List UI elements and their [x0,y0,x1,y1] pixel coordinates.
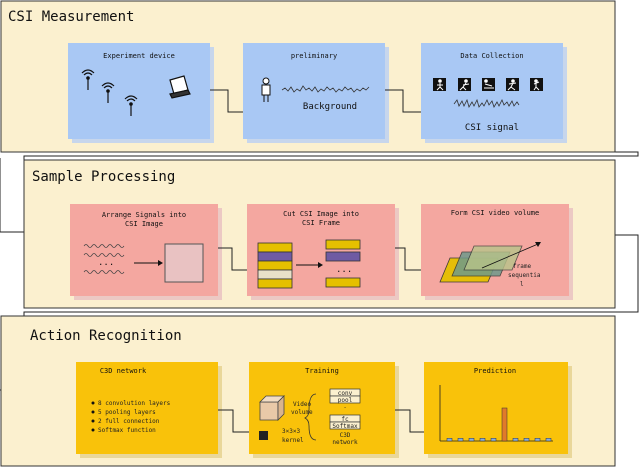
cut-csi-title-line1: Cut CSI Image into [283,210,359,218]
c3d-line1: C3D [340,432,351,439]
brace [304,393,317,441]
stage1-arrows [210,89,421,113]
prediction-bar [446,438,453,442]
bullet-item: 2 full connection [98,418,160,425]
layer-pool: pool [338,397,353,404]
layer-dots: . [343,403,347,410]
prediction-bar [523,438,530,442]
stage2-arrows [218,247,421,271]
video-volume-title: Form CSI video volume [451,209,540,217]
stage-title-csi-measurement: CSI Measurement [8,9,134,25]
frame-label-line2: sequentia [508,272,541,279]
background-signal-wave [281,85,370,93]
c3d-network-box [76,362,218,454]
frame-label-line1: frame [513,263,531,270]
arrange-signals-title-line1: Arrange Signals into [102,211,186,219]
kernel-cube [259,431,268,440]
separated-frames [325,239,361,288]
layer-conv: conv [338,390,353,397]
prediction-title: Prediction [474,367,516,375]
bullet-item: Softmax function [98,427,156,434]
layer-fc: fc [341,416,349,423]
sequence-arrow [481,243,539,269]
laptop-icon [169,75,191,99]
layer-softmax: Softmax [332,423,358,430]
background-caption: Background [303,102,357,112]
prediction-bar [512,438,519,442]
prediction-bar [501,407,508,442]
network-layers [329,388,361,430]
signal-dots: ... [98,258,114,268]
c3d-bullets: 8 convolution layers 5 pooling layers 2 … [91,400,171,434]
stage-title-sample-processing: Sample Processing [32,169,175,185]
training-title: Training [305,367,339,375]
csi-signal-caption: CSI signal [465,123,519,133]
prediction-bar [479,438,486,442]
stacked-frames [257,242,293,289]
data-collection-title: Data Collection [460,52,523,60]
stage3-arrows [218,409,424,433]
prediction-bar-chart [439,385,553,442]
antenna-icon [81,69,138,116]
video-volume-line2: volume [291,409,313,416]
preliminary-title: preliminary [291,52,337,60]
arrow-head [318,262,323,268]
stage-title-action-recognition: Action Recognition [30,328,182,344]
csi-signal-wave [453,98,520,108]
prediction-bar [490,438,497,442]
person-icon [261,77,271,102]
video-volume-cube [259,395,285,421]
csi-image [164,243,204,283]
arrow-head [535,242,541,247]
frame-dots: ... [336,265,352,275]
cut-csi-title-line2: CSI Frame [302,219,340,227]
arrange-signals-title-line2: CSI Image [125,220,163,228]
activity-icons [433,78,543,91]
prediction-bar [457,438,464,442]
experiment-device-title: Experiment device [103,52,175,60]
c3d-network-title: C3D network [100,367,147,375]
prediction-bar [534,438,541,442]
prediction-bar [545,438,552,442]
bullet-item: 8 convolution layers [98,400,171,407]
frame-sequence-planes [439,245,523,283]
signal-rows [83,244,125,274]
bullet-item: 5 pooling layers [98,409,156,416]
c3d-line2: network [332,439,358,446]
frame-label-line3: l [520,281,524,288]
video-volume-line1: Video [293,401,311,408]
prediction-bar [468,438,475,442]
arrow-head [158,260,163,266]
kernel-line1: 3×3×3 [282,428,300,435]
kernel-line2: kernel [282,437,304,444]
